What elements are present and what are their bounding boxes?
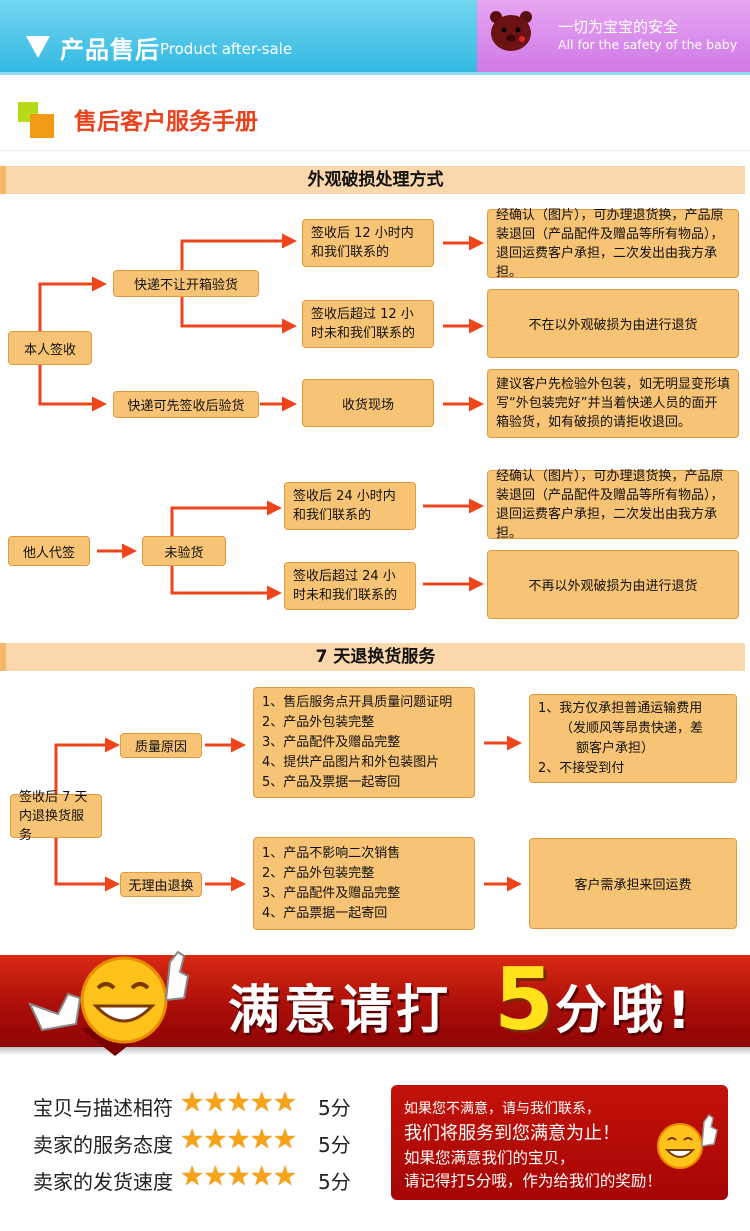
- divider: [0, 150, 750, 151]
- flow-quality-reason: 质量原因: [120, 733, 202, 758]
- header-slogan-cn: 一切为宝宝的安全: [558, 18, 679, 36]
- list-item: 2、不接受到付: [538, 760, 625, 776]
- header-banner-left: [0, 0, 477, 72]
- flow-no-open-inspection: 快递不让开箱验货: [113, 270, 259, 297]
- orange-square-icon: [30, 114, 54, 138]
- rating-score: 5分: [318, 1133, 351, 1157]
- star-icon: ★★★★★: [180, 1087, 297, 1118]
- rating-label: 卖家的发货速度: [33, 1170, 173, 1194]
- rating-score: 5分: [318, 1170, 351, 1194]
- star-icon: ★★★★★: [180, 1124, 297, 1155]
- section-title-7day: 7 天退换货服务: [0, 643, 745, 671]
- flow-result-reject: 不在以外观破损为由进行退货: [487, 289, 739, 358]
- banner-text: 分哦!: [555, 981, 695, 1041]
- flow-noreason-result: 客户需承担来回运费: [529, 838, 737, 929]
- list-item: 2、产品外包装完整: [262, 865, 375, 881]
- list-item: 4、提供产品图片和外包装图片: [262, 754, 440, 770]
- flow-sign-then-inspect: 快递可先签收后验货: [113, 391, 259, 418]
- flow-7day-start: 签收后 7 天内退换货服务: [10, 790, 102, 843]
- header-title-cn: 产品售后: [60, 36, 160, 64]
- rating-label: 宝贝与描述相符: [33, 1096, 173, 1120]
- header-title-en: Product after-sale: [160, 40, 293, 58]
- manual-title: 售后客户服务手册: [74, 109, 258, 135]
- section-title-damage: 外观破损处理方式: [0, 166, 745, 194]
- flow-quality-result: 1、我方仅承担普通运输费用 （发顺风等昂贵快递，差 额客户承担） 2、不接受到付: [529, 694, 737, 783]
- flow-no-reason: 无理由退换: [120, 872, 202, 897]
- list-item: 1、售后服务点开具质量问题证明: [262, 694, 453, 710]
- thumbs-up-smiley-icon: [657, 1113, 718, 1169]
- banner-text: 满意请打: [228, 981, 453, 1041]
- banner-five: 5: [494, 950, 554, 1050]
- flow-result-reject: 不再以外观破损为由进行退货: [487, 550, 739, 619]
- list-item: 5、产品及票据一起寄回: [262, 774, 401, 790]
- list-item: 3、产品配件及赠品完整: [262, 734, 401, 750]
- list-item: 额客户承担）: [576, 740, 655, 756]
- flow-over-24h: 签收后超过 24 小时未和我们联系的: [284, 562, 416, 610]
- message-line: 如果您不满意，请与我们联系，: [404, 1101, 600, 1117]
- list-item: 1、我方仅承担普通运输费用: [538, 700, 703, 716]
- flow-result-confirm: 经确认（图片），可办理退货换，产品原装退回（产品配件及赠品等所有物品），退回运费…: [487, 469, 739, 541]
- message-line: 我们将服务到您满意为止！: [404, 1123, 620, 1144]
- header-slogan-en: All for the safety of the baby: [558, 37, 738, 52]
- flow-on-site: 收货现场: [302, 379, 434, 427]
- banner-shadow: [0, 1047, 750, 1055]
- header-underline: [0, 72, 750, 75]
- bear-logo-icon: [490, 11, 532, 51]
- star-icon: ★★★★★: [180, 1161, 297, 1192]
- flow-noreason-conditions: 1、产品不影响二次销售 2、产品外包装完整 3、产品配件及赠品完整 4、产品票据…: [253, 837, 475, 930]
- flow-not-checked: 未验货: [142, 536, 226, 566]
- flow-within-12h: 签收后 12 小时内和我们联系的: [302, 219, 434, 267]
- rating-label: 卖家的服务态度: [33, 1133, 173, 1157]
- thumbs-up-smiley-icon: [28, 950, 190, 1056]
- triangle-down-icon: [26, 36, 50, 58]
- flow-within-24h: 签收后 24 小时内和我们联系的: [284, 482, 416, 530]
- list-item: 4、产品票据一起寄回: [262, 905, 388, 921]
- list-item: 3、产品配件及赠品完整: [262, 885, 401, 901]
- list-item: 1、产品不影响二次销售: [262, 845, 401, 861]
- flow-other-sign: 他人代签: [8, 536, 90, 566]
- flow-over-12h: 签收后超过 12 小时未和我们联系的: [302, 300, 434, 348]
- flow-result-suggest: 建议客户先检验外包装，如无明显变形填写“外包装完好”并当着快递人员的面开箱验货，…: [487, 369, 739, 438]
- message-line: 如果您满意我们的宝贝，: [404, 1149, 575, 1167]
- list-item: 2、产品外包装完整: [262, 714, 375, 730]
- message-line: 请记得打5分哦，作为给我们的奖励！: [404, 1172, 662, 1190]
- flow-result-confirm: 经确认（图片），可办理退货换，产品原装退回（产品配件及赠品等所有物品），退回运费…: [487, 208, 739, 280]
- rating-score: 5分: [318, 1096, 351, 1120]
- flow-quality-conditions: 1、售后服务点开具质量问题证明 2、产品外包装完整 3、产品配件及赠品完整 4、…: [253, 687, 475, 798]
- list-item: （发顺风等昂贵快递，差: [560, 720, 704, 736]
- flow-self-sign: 本人签收: [8, 331, 92, 365]
